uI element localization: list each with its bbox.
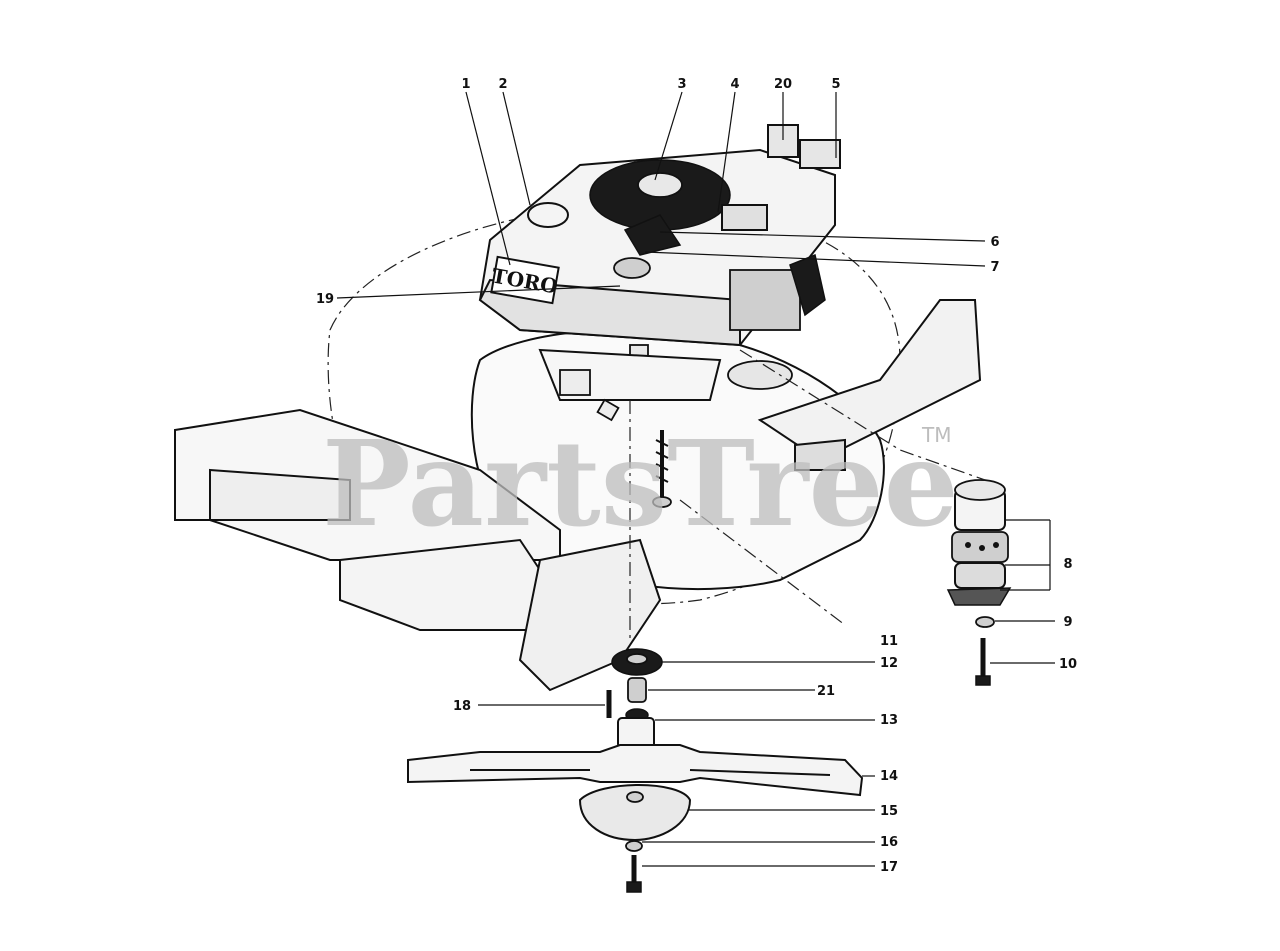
- partstree-watermark: PartsTree TM: [322, 414, 959, 553]
- blade-assembly: [407, 648, 864, 893]
- callout-10: 10: [1059, 657, 1077, 672]
- callout-9: 9: [1063, 615, 1072, 630]
- callout-4: 4: [730, 77, 739, 92]
- callout-2: 2: [498, 77, 507, 92]
- leader-lines: [336, 91, 1055, 867]
- callout-6: 6: [990, 235, 999, 250]
- callout-1: 1: [461, 77, 470, 92]
- callout-14: 14: [880, 769, 898, 784]
- callout-11: 11: [880, 634, 898, 649]
- callout-21: 21: [817, 684, 835, 699]
- callout-13: 13: [880, 713, 898, 728]
- assembly-lines: [629, 349, 986, 640]
- callout-18: 18: [453, 699, 471, 714]
- callout-3: 3: [677, 77, 686, 92]
- engine-assembly: TORO: [478, 124, 841, 422]
- watermark-text: PartsTree: [322, 414, 959, 553]
- toro-logo-plate: TORO: [490, 255, 560, 305]
- callout-19: 19: [316, 292, 334, 307]
- deck-bolt: [652, 430, 672, 508]
- callout-16: 16: [880, 835, 898, 850]
- callout-7: 7: [990, 260, 999, 275]
- watermark-trademark: TM: [921, 423, 951, 447]
- callout-8: 8: [1063, 557, 1072, 572]
- callout-20: 20: [774, 77, 792, 92]
- callout-5: 5: [831, 77, 840, 92]
- callout-17: 17: [880, 860, 898, 875]
- callout-labels: 1 2 3 4 20 5 6 7 19 8 9 10 11 12 21 18 1…: [316, 77, 1077, 875]
- callout-12: 12: [880, 656, 898, 671]
- bushing-stack: [946, 479, 1012, 686]
- callout-15: 15: [880, 804, 898, 819]
